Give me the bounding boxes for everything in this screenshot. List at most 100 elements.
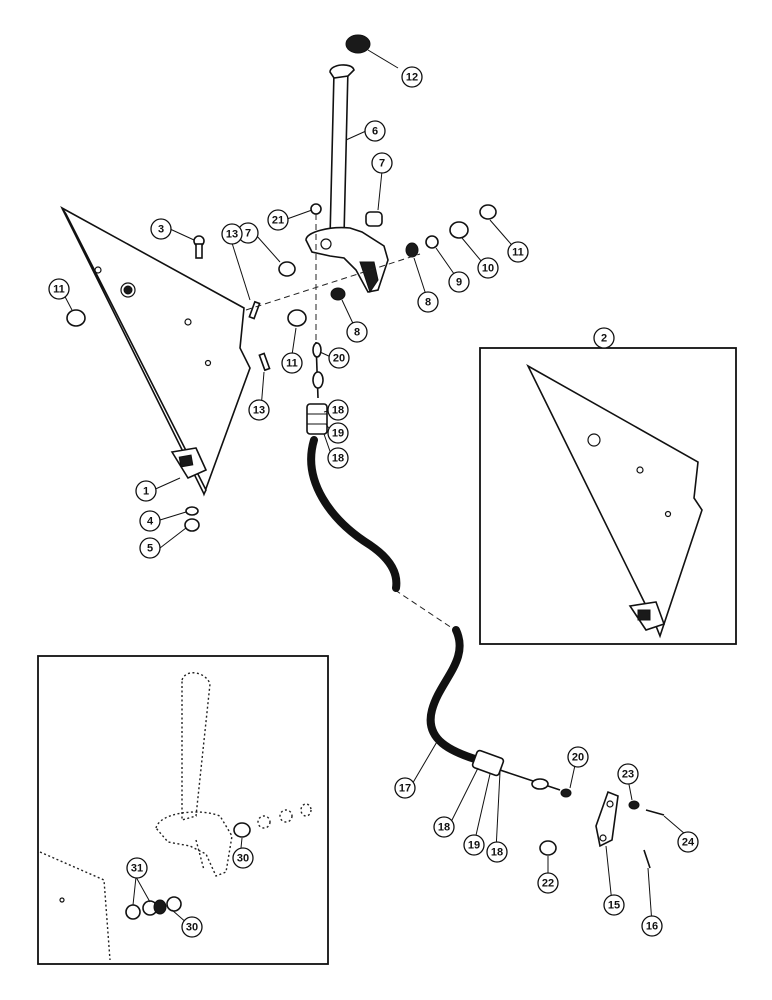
- callout-circle: [232, 847, 254, 869]
- callout-c24: 24: [677, 831, 699, 853]
- callout-c22: 22: [537, 872, 559, 894]
- pedal-pad: [345, 34, 371, 54]
- callout-c30b: 30: [181, 916, 203, 938]
- callout-c16: 16: [641, 915, 663, 937]
- callout-label: 9: [456, 277, 462, 289]
- callout-circle: [327, 447, 349, 469]
- callout-label: 4: [147, 516, 154, 528]
- callout-c6: 6: [364, 120, 386, 142]
- callout-c18b: 18: [327, 447, 349, 469]
- callout-c5: 5: [139, 537, 161, 559]
- callout-circle: [417, 291, 439, 313]
- callout-label: 5: [147, 543, 153, 555]
- callout-circle: [139, 510, 161, 532]
- callout-c8b: 8: [346, 321, 368, 343]
- callout-label: 1: [143, 486, 149, 498]
- callout-c8a: 8: [417, 291, 439, 313]
- callout-c20b: 20: [567, 746, 589, 768]
- callout-c17: 17: [394, 777, 416, 799]
- callout-c3: 3: [150, 218, 172, 240]
- cable-upper: [306, 341, 401, 592]
- callout-c10: 10: [477, 257, 499, 279]
- callout-label: 20: [333, 353, 345, 365]
- callout-circle: [135, 480, 157, 502]
- callout-c19a: 19: [327, 422, 349, 444]
- callout-c20a: 20: [328, 347, 350, 369]
- callout-c4: 4: [139, 510, 161, 532]
- callout-circle: [221, 223, 243, 245]
- cable-lower: [426, 626, 572, 798]
- callout-circle: [267, 209, 289, 231]
- callout-label: 2: [601, 333, 607, 345]
- callout-label: 7: [245, 228, 251, 240]
- callout-label: 19: [468, 840, 480, 852]
- callout-circle: [327, 399, 349, 421]
- callout-c19b: 19: [463, 834, 485, 856]
- callout-label: 30: [237, 853, 249, 865]
- lower-hardware: [539, 790, 665, 869]
- pedal-lever: [305, 34, 389, 294]
- callout-circle: [603, 894, 625, 916]
- callout-c11c: 11: [281, 352, 303, 374]
- callout-label: 10: [482, 263, 494, 275]
- callout-c12: 12: [401, 66, 423, 88]
- callout-circle: [537, 872, 559, 894]
- callout-circle: [641, 915, 663, 937]
- callout-c31: 31: [126, 857, 148, 879]
- callout-circle: [281, 352, 303, 374]
- alignment-lines: [245, 214, 453, 629]
- callout-circle: [327, 422, 349, 444]
- callout-circle: [181, 916, 203, 938]
- callout-c13a: 13: [221, 223, 243, 245]
- callout-c18a: 18: [327, 399, 349, 421]
- callout-c13b: 13: [248, 399, 270, 421]
- callout-label: 18: [332, 453, 344, 465]
- callout-c9: 9: [448, 271, 470, 293]
- callout-c18c: 18: [433, 816, 455, 838]
- callout-circle: [394, 777, 416, 799]
- callout-circle: [364, 120, 386, 142]
- callout-circle: [371, 152, 393, 174]
- callout-label: 23: [622, 769, 634, 781]
- inset-right: [479, 347, 737, 645]
- callout-label: 12: [406, 72, 418, 84]
- callout-c18d: 18: [486, 841, 508, 863]
- callout-circle: [448, 271, 470, 293]
- callout-label: 18: [491, 847, 503, 859]
- callout-label: 16: [646, 921, 658, 933]
- callout-circle: [507, 241, 529, 263]
- callout-c23: 23: [617, 763, 639, 785]
- callout-c15: 15: [603, 894, 625, 916]
- callout-label: 18: [438, 822, 450, 834]
- pedal-hardware: [66, 203, 497, 532]
- callout-label: 19: [332, 428, 344, 440]
- callout-c7a: 7: [371, 152, 393, 174]
- callout-circle: [486, 841, 508, 863]
- callout-c11a: 11: [48, 278, 70, 300]
- callout-circle: [677, 831, 699, 853]
- callout-label: 13: [253, 405, 265, 417]
- callout-circle: [617, 763, 639, 785]
- callout-label: 24: [682, 837, 695, 849]
- callout-label: 21: [272, 215, 284, 227]
- callout-circle: [567, 746, 589, 768]
- leader-lines: [60, 49, 686, 925]
- callout-label: 17: [399, 783, 411, 795]
- callout-circle: [401, 66, 423, 88]
- callout-c11b: 11: [507, 241, 529, 263]
- side-plate: [60, 206, 251, 497]
- callout-c30a: 30: [232, 847, 254, 869]
- callout-label: 22: [542, 878, 554, 890]
- callout-label: 13: [226, 229, 238, 241]
- callout-circle: [139, 537, 161, 559]
- callout-c2: 2: [593, 327, 615, 349]
- inset-left: [37, 655, 329, 965]
- callout-label: 8: [425, 297, 431, 309]
- callout-label: 30: [186, 922, 198, 934]
- callout-label: 11: [53, 284, 65, 296]
- callout-c1: 1: [135, 480, 157, 502]
- callout-label: 20: [572, 752, 584, 764]
- callout-label: 6: [372, 126, 378, 138]
- callout-label: 3: [158, 224, 164, 236]
